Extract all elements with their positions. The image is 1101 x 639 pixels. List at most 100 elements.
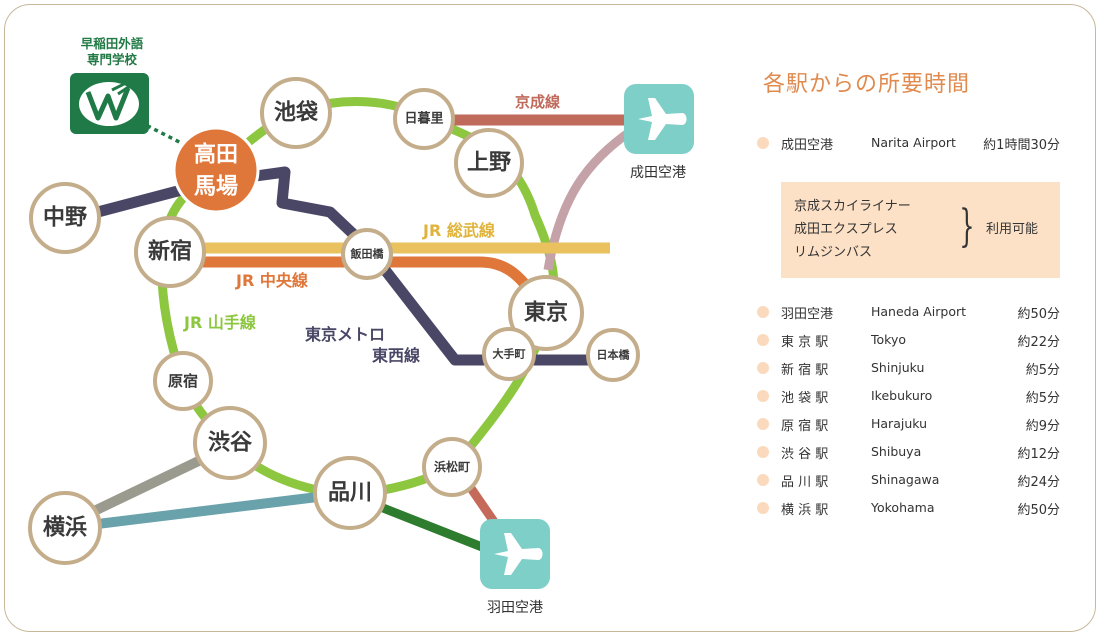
station-ueno: 上野 bbox=[454, 128, 524, 198]
school-logo bbox=[70, 73, 149, 134]
narita-airport-label: 成田空港 bbox=[630, 165, 686, 181]
row-time: 約22分 bbox=[1017, 335, 1060, 350]
travel-row: 新 宿 駅 Shinjuku 約5分 bbox=[757, 358, 1062, 380]
brace-icon: } bbox=[959, 201, 975, 252]
row-bullet-icon bbox=[757, 502, 769, 514]
row-station-en: Haneda Airport bbox=[871, 304, 967, 319]
access-options: 京成スカイライナー 成田エクスプレス リムジンバス bbox=[794, 195, 911, 264]
travel-row: 羽田空港 Haneda Airport 約50分 bbox=[757, 302, 1062, 324]
station-takadanobaba-line1: 高田 bbox=[194, 142, 238, 168]
haneda-airport-icon bbox=[480, 519, 550, 589]
row-station-jp: 横 浜 駅 bbox=[781, 503, 829, 518]
station-yokohama: 横浜 bbox=[28, 491, 102, 565]
station-hamamatsucho: 浜松町 bbox=[422, 437, 482, 497]
row-bullet-icon bbox=[757, 390, 769, 402]
station-shibuya: 渋谷 bbox=[193, 406, 267, 480]
travel-row: 原 宿 駅 Harajuku 約9分 bbox=[757, 414, 1062, 436]
travel-row-narita: 成田空港 Narita Airport 約1時間30分 bbox=[757, 133, 1062, 155]
row-station-jp: 成田空港 bbox=[781, 138, 834, 153]
access-note: 利用可能 bbox=[986, 222, 1039, 237]
station-ikebukuro-label: 池袋 bbox=[274, 100, 319, 126]
row-station-en: Tokyo bbox=[871, 332, 906, 347]
row-station-en: Ikebukuro bbox=[871, 388, 933, 403]
access-option-3: リムジンバス bbox=[794, 245, 873, 260]
station-harajuku-label: 原宿 bbox=[168, 372, 198, 390]
row-station-en: Harajuku bbox=[871, 416, 928, 431]
row-station-jp: 羽田空港 bbox=[781, 307, 834, 322]
row-station-en: Shinjuku bbox=[871, 360, 925, 375]
travel-row: 池 袋 駅 Ikebukuro 約5分 bbox=[757, 386, 1062, 408]
row-time: 約5分 bbox=[1025, 363, 1060, 378]
travel-row: 渋 谷 駅 Shibuya 約12分 bbox=[757, 442, 1062, 464]
row-bullet-icon bbox=[757, 446, 769, 458]
panel-title: 各駅からの所要時間 bbox=[763, 72, 971, 97]
station-shinjuku: 新宿 bbox=[134, 216, 206, 288]
travel-row: 品 川 駅 Shinagawa 約24分 bbox=[757, 470, 1062, 492]
row-station-en: Shibuya bbox=[871, 444, 922, 459]
chuo-label: JR 中央線 bbox=[235, 271, 308, 290]
station-takadanobaba-line2: 馬場 bbox=[194, 175, 238, 200]
row-time: 約12分 bbox=[1017, 447, 1060, 462]
haneda-airport-label: 羽田空港 bbox=[487, 600, 543, 616]
school-name: 早稲田外語 専門学校 bbox=[62, 36, 162, 68]
station-iidabashi-label: 飯田橋 bbox=[350, 247, 385, 261]
station-nihonbashi: 日本橋 bbox=[586, 328, 640, 382]
station-shinagawa: 品川 bbox=[313, 456, 387, 530]
yokosuka-line bbox=[64, 488, 351, 533]
row-station-jp: 原 宿 駅 bbox=[781, 419, 829, 434]
row-station-en: Narita Airport bbox=[871, 135, 956, 150]
narita-access-box: 京成スカイライナー 成田エクスプレス リムジンバス } 利用可能 bbox=[781, 182, 1060, 278]
station-harajuku: 原宿 bbox=[153, 351, 213, 411]
row-time: 約24分 bbox=[1017, 475, 1060, 490]
row-bullet-icon bbox=[757, 334, 769, 346]
station-shinjuku-label: 新宿 bbox=[148, 239, 192, 265]
row-station-jp: 渋 谷 駅 bbox=[781, 447, 829, 462]
station-tokyo-label: 東京 bbox=[524, 300, 568, 326]
station-hamamatsucho-label: 浜松町 bbox=[434, 459, 470, 474]
row-station-jp: 品 川 駅 bbox=[781, 475, 829, 490]
row-time: 約9分 bbox=[1025, 419, 1060, 434]
station-shibuya-label: 渋谷 bbox=[208, 430, 253, 456]
station-nihonbashi-label: 日本橋 bbox=[597, 348, 631, 362]
route-map: 京成線 JR 総武線 JR 中央線 JR 山手線 東京メトロ 東西線 成田空港 … bbox=[28, 73, 694, 616]
row-station-en: Yokohama bbox=[871, 500, 935, 515]
row-time: 約50分 bbox=[1017, 503, 1060, 518]
station-iidabashi: 飯田橋 bbox=[341, 228, 393, 280]
access-option-1: 京成スカイライナー bbox=[794, 199, 911, 214]
sobu-label: JR 総武線 bbox=[422, 221, 495, 240]
row-station-en: Shinagawa bbox=[871, 472, 940, 487]
tozai-label-1: 東京メトロ bbox=[305, 325, 385, 344]
station-nakano-label: 中野 bbox=[43, 206, 87, 231]
school-name-line2: 専門学校 bbox=[86, 52, 137, 67]
station-tokyo: 東京 bbox=[508, 275, 584, 351]
travel-row: 東 京 駅 Tokyo 約22分 bbox=[757, 330, 1062, 352]
yamanote-label: JR 山手線 bbox=[183, 313, 256, 332]
row-time: 約50分 bbox=[1017, 307, 1060, 322]
station-shinagawa-label: 品川 bbox=[328, 481, 372, 506]
station-ikebukuro: 池袋 bbox=[260, 77, 332, 149]
station-ueno-label: 上野 bbox=[467, 151, 511, 176]
tozai-label-2: 東西線 bbox=[372, 346, 420, 365]
station-nakano: 中野 bbox=[29, 182, 101, 254]
map-frame bbox=[4, 4, 1096, 632]
school-name-line1: 早稲田外語 bbox=[80, 36, 144, 51]
row-bullet-icon bbox=[757, 306, 769, 318]
travel-row: 横 浜 駅 Yokohama 約50分 bbox=[757, 498, 1062, 520]
station-otemachi: 大手町 bbox=[482, 327, 536, 381]
station-nippori-label: 日暮里 bbox=[404, 111, 443, 127]
access-option-2: 成田エクスプレス bbox=[794, 222, 898, 237]
station-nippori: 日暮里 bbox=[393, 88, 455, 150]
station-takadanobaba: 高田 馬場 bbox=[172, 126, 260, 214]
row-bullet-icon bbox=[757, 474, 769, 486]
row-bullet-icon bbox=[757, 137, 769, 149]
narita-airport-icon bbox=[624, 84, 694, 154]
row-station-jp: 池 袋 駅 bbox=[781, 391, 829, 406]
row-time: 約1時間30分 bbox=[983, 138, 1060, 153]
station-yokohama-label: 横浜 bbox=[43, 516, 87, 541]
row-station-jp: 東 京 駅 bbox=[781, 335, 829, 350]
row-bullet-icon bbox=[757, 418, 769, 430]
row-time: 約5分 bbox=[1025, 391, 1060, 406]
keisei-label: 京成線 bbox=[515, 93, 560, 111]
station-otemachi-label: 大手町 bbox=[493, 347, 526, 361]
row-bullet-icon bbox=[757, 362, 769, 374]
